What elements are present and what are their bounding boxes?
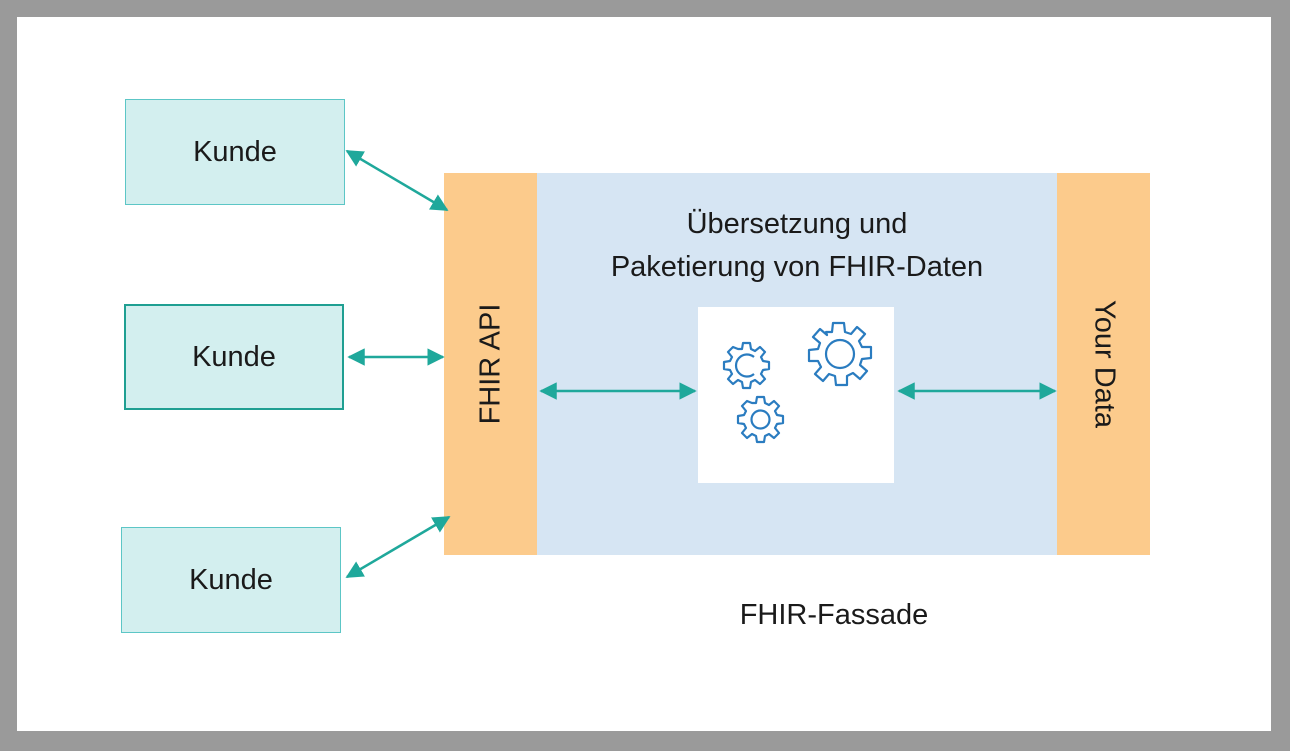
client-label-2: Kunde bbox=[192, 340, 276, 373]
your-data-band: Your Data bbox=[1057, 173, 1150, 555]
gears-icon bbox=[722, 321, 873, 444]
fhir-facade-box: FHIR API Your Data Übersetzung und Paket… bbox=[444, 173, 1150, 555]
arrow-client3-api bbox=[345, 515, 451, 579]
connection-arrows bbox=[345, 149, 1057, 579]
client-box-1: Kunde bbox=[125, 99, 345, 205]
diagram-canvas: Kunde Kunde Kunde FHIR API Your Data Übe… bbox=[17, 17, 1271, 731]
client-box-3: Kunde bbox=[121, 527, 341, 633]
client-box-2: Kunde bbox=[124, 304, 344, 410]
client-label-3: Kunde bbox=[189, 563, 273, 596]
facade-title: Übersetzung und Paketierung von FHIR-Dat… bbox=[537, 203, 1057, 289]
facade-title-line-1: Übersetzung und bbox=[686, 208, 908, 240]
fhir-api-band: FHIR API bbox=[444, 173, 537, 555]
arrow-client1-api bbox=[345, 149, 449, 212]
client-label-1: Kunde bbox=[193, 135, 277, 168]
facade-caption: FHIR-Fassade bbox=[739, 599, 929, 631]
large-gear bbox=[807, 321, 873, 387]
medium-gear bbox=[722, 341, 771, 390]
facade-title-line-2: Paketierung von FHIR-Daten bbox=[610, 251, 984, 283]
small-gear bbox=[736, 395, 785, 444]
gears-panel bbox=[698, 307, 894, 483]
